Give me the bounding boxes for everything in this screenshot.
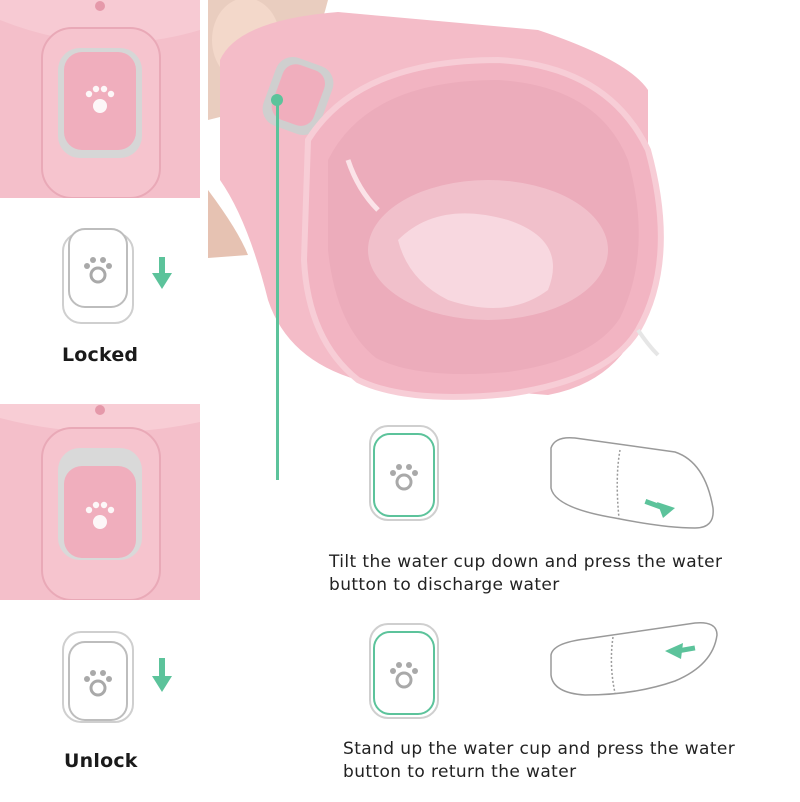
- discharge-caption-line1: Tilt the water cup down and press the wa…: [329, 552, 723, 572]
- arrow-right-icon: [644, 499, 675, 518]
- arrow-left-icon: [665, 643, 696, 659]
- return-caption-line2: button to return the water: [343, 762, 577, 782]
- callout-dot: [271, 94, 283, 106]
- discharge-caption: Tilt the water cup down and press the wa…: [329, 551, 779, 597]
- callout-line: [276, 98, 279, 480]
- unlock-label: Unlock: [64, 750, 138, 772]
- unlock-diagram: [55, 622, 185, 732]
- locked-closeup-photo: [0, 0, 200, 198]
- discharge-button-diagram: [360, 420, 450, 526]
- discharge-caption-line2: button to discharge water: [329, 575, 560, 595]
- paw-icon: [395, 473, 413, 491]
- upright-cup-diagram: [545, 615, 720, 705]
- bottle-bowl-photo: [208, 0, 800, 420]
- locked-label: Locked: [62, 344, 139, 366]
- return-caption: Stand up the water cup and press the wat…: [343, 738, 793, 784]
- arrow-down-icon: [152, 658, 172, 692]
- paw-icon: [395, 671, 413, 689]
- return-caption-line1: Stand up the water cup and press the wat…: [343, 739, 736, 759]
- arrow-down-icon: [152, 257, 172, 289]
- return-button-diagram: [360, 618, 450, 724]
- tilted-cup-diagram: [545, 428, 720, 538]
- locked-diagram: [55, 225, 185, 335]
- unlock-closeup-photo: [0, 404, 200, 600]
- paw-icon: [89, 266, 107, 284]
- paw-icon: [89, 679, 107, 697]
